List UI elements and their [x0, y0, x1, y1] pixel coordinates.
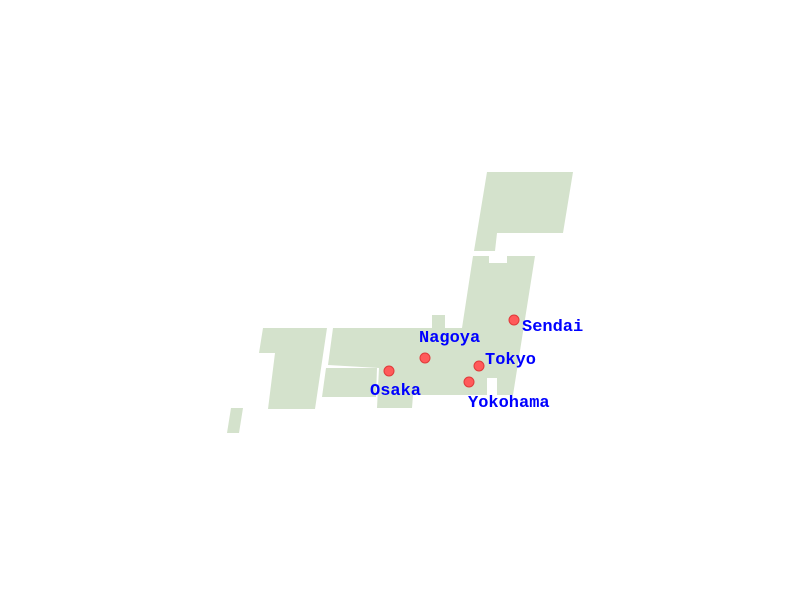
city-marker-icon[interactable]	[463, 376, 475, 388]
city-nagoya[interactable]: Nagoya	[419, 329, 480, 364]
city-tokyo[interactable]: Tokyo	[473, 351, 536, 372]
city-label: Tokyo	[485, 351, 536, 370]
city-label: Sendai	[522, 318, 583, 337]
city-osaka[interactable]: Osaka	[370, 365, 421, 401]
region-hokkaido	[474, 172, 573, 251]
city-sendai[interactable]: Sendai	[508, 314, 583, 337]
city-label: Nagoya	[419, 329, 480, 348]
city-label: Osaka	[370, 382, 421, 401]
region-shikoku	[322, 368, 377, 397]
region-honshu	[328, 256, 535, 408]
city-yokohama[interactable]: Yokohama	[463, 376, 550, 413]
city-marker-icon[interactable]	[419, 352, 431, 364]
city-marker-icon[interactable]	[473, 360, 485, 372]
region-kyushu	[259, 328, 327, 409]
city-marker-icon[interactable]	[383, 365, 395, 377]
region-island	[227, 408, 243, 433]
city-label: Yokohama	[468, 394, 550, 413]
city-marker-icon[interactable]	[508, 314, 520, 326]
